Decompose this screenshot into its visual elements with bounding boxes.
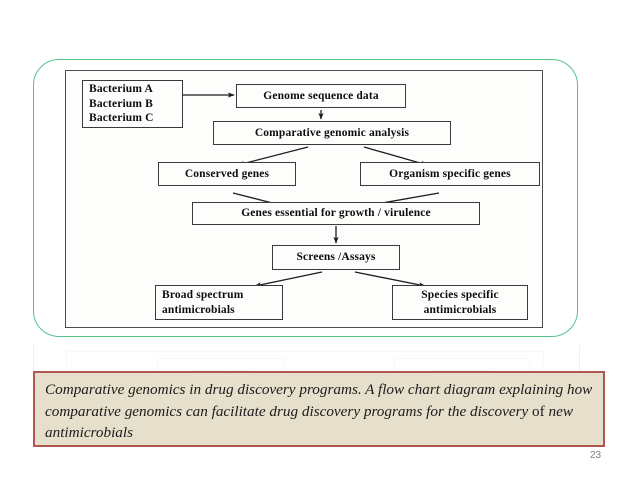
node-genome-sequence-data: Genome sequence data — [236, 84, 406, 108]
node-comparative-genomic-analysis: Comparative genomic analysis — [213, 121, 451, 145]
node-broad-spectrum-antimicrobials: Broad spectrum antimicrobials — [155, 285, 283, 320]
caption-line-3-upright: of — [532, 402, 549, 420]
node-conserved-genes: Conserved genes — [158, 162, 296, 186]
node-genes-essential: Genes essential for growth / virulence — [192, 202, 480, 225]
slide-number: 23 — [590, 450, 602, 461]
caption-line-3-italic: discovery programs for the discovery — [301, 402, 533, 420]
caption-text: Comparative genomics in drug discovery p… — [45, 379, 593, 444]
caption-line-3-italic2: new antimicrobials — [45, 402, 573, 442]
caption-line-1: Comparative genomics in drug discovery p… — [45, 381, 440, 398]
node-bacteria: Bacterium A Bacterium B Bacterium C — [82, 80, 183, 128]
caption-line-2: diagram explaining how comparative genom… — [45, 381, 593, 420]
caption-box: Comparative genomics in drug discovery p… — [33, 371, 605, 447]
node-organism-specific-genes: Organism specific genes — [360, 162, 540, 186]
node-screens-assays: Screens /Assays — [272, 245, 400, 270]
node-species-specific-antimicrobials: Species specific antimicrobials — [392, 285, 528, 320]
